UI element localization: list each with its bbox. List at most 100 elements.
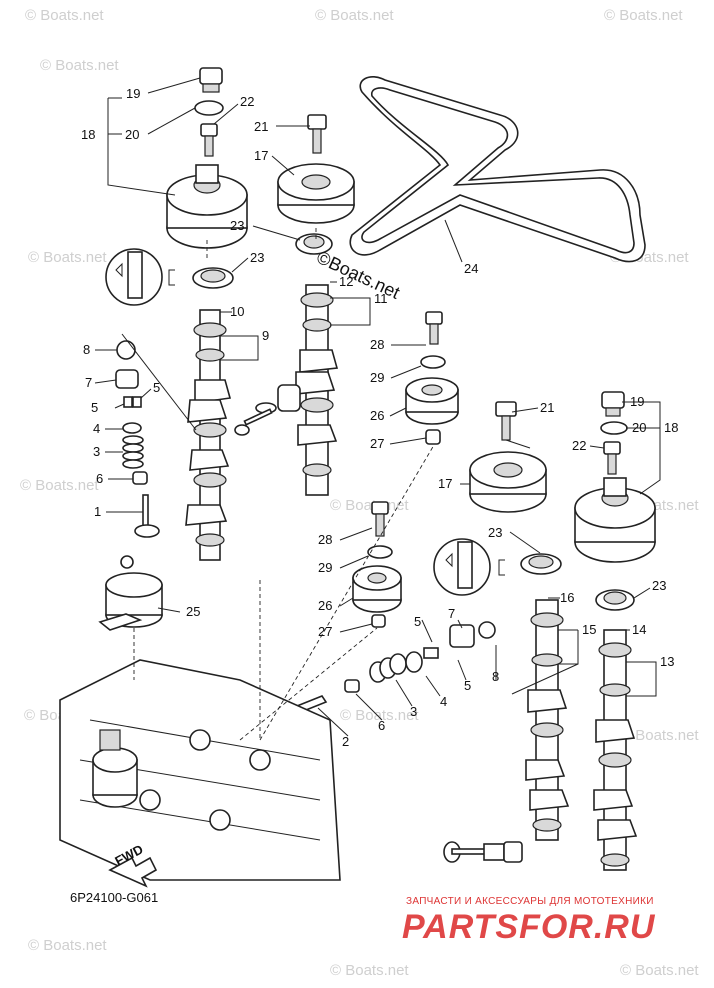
- callout-11: 11: [374, 291, 388, 306]
- sprocket-18-left: [166, 164, 248, 249]
- reference-lines: [133, 228, 435, 741]
- callout-28: 28: [318, 532, 332, 547]
- callout-27: 27: [370, 436, 384, 451]
- brand-logo[interactable]: PARTSFOR.RU: [402, 908, 656, 946]
- seal-install-detail: [105, 248, 175, 306]
- callout-23: 23: [652, 578, 666, 593]
- callout-5: 5: [153, 380, 160, 395]
- washer-20-right: [600, 421, 628, 435]
- sprocket-17-right: [469, 451, 547, 513]
- valve-1-left: [134, 494, 160, 538]
- callout-29: 29: [370, 370, 384, 385]
- camshaft-15: [525, 599, 570, 841]
- callout-25: 25: [186, 604, 200, 619]
- callout-6: 6: [96, 471, 103, 486]
- oil-seal-23-right-a: [520, 553, 562, 575]
- watermark: © Boats.net: [340, 707, 419, 724]
- idler-pulley-26-top: [405, 377, 459, 425]
- watermark: © Boats.net: [604, 7, 683, 24]
- keeper-5-left: [123, 396, 142, 408]
- spacer-27-mid: [371, 614, 386, 628]
- callout-2: 2: [342, 734, 349, 749]
- callout-26: 26: [318, 598, 332, 613]
- callout-20: 20: [125, 127, 139, 142]
- callout-16: 16: [560, 590, 574, 605]
- seal-install-detail-right: [433, 538, 505, 596]
- callout-19: 19: [630, 394, 644, 409]
- callout-14: 14: [632, 622, 646, 637]
- watermark: © Boats.net: [40, 57, 119, 74]
- washer-29-top: [420, 355, 446, 369]
- callout-23: 23: [488, 525, 502, 540]
- callout-28: 28: [370, 337, 384, 352]
- callout-18: 18: [664, 420, 678, 435]
- callout-26: 26: [370, 408, 384, 423]
- callout-5: 5: [91, 400, 98, 415]
- callout-20: 20: [632, 420, 646, 435]
- callout-22: 22: [572, 438, 586, 453]
- watermark: © Boats.net: [330, 962, 409, 979]
- oil-seal-23-center: [295, 233, 333, 255]
- callout-24: 24: [464, 261, 478, 276]
- valve-assembly-center: [234, 384, 301, 436]
- callout-23: 23: [250, 250, 264, 265]
- sprocket-17-top: [277, 163, 355, 224]
- valve-assembly-right: [443, 841, 523, 863]
- bolt-21-right: [495, 401, 517, 441]
- leader-lines: [94, 77, 661, 737]
- watermark: © Boats.net: [315, 7, 394, 24]
- tensioner-25: [98, 555, 163, 631]
- callout-4: 4: [93, 421, 100, 436]
- callout-21: 21: [540, 400, 554, 415]
- callout-22: 22: [240, 94, 254, 109]
- bolt-21-top: [307, 114, 327, 154]
- bolt-19-right: [601, 391, 625, 417]
- camshaft-13: [593, 629, 638, 871]
- callout-4: 4: [440, 694, 447, 709]
- callout-29: 29: [318, 560, 332, 575]
- callout-6: 6: [378, 718, 385, 733]
- retainer-4-left: [122, 422, 142, 434]
- washer-20-left: [194, 100, 224, 116]
- oil-seal-23-left: [192, 267, 234, 289]
- idler-pulley-26-mid: [352, 565, 402, 613]
- callout-13: 13: [660, 654, 674, 669]
- callout-9: 9: [262, 328, 269, 343]
- bolt-19-left: [199, 67, 223, 93]
- watermark: © Boats.net: [25, 7, 104, 24]
- camshaft-11: [295, 284, 339, 496]
- oil-seal-23-right-b: [595, 589, 635, 611]
- watermark: © Boats.net: [28, 937, 107, 954]
- callout-5: 5: [464, 678, 471, 693]
- watermark: © Boats.net: [28, 249, 107, 266]
- callout-1: 1: [94, 504, 101, 519]
- callout-8: 8: [83, 342, 90, 357]
- sprocket-18-right: [574, 477, 656, 563]
- spring-3-left: [122, 435, 144, 469]
- diagram-code: 6P24100-G061: [70, 890, 159, 905]
- spacer-27-top: [425, 429, 441, 445]
- watermark: © Boats.net: [330, 497, 409, 514]
- callout-8: 8: [492, 669, 499, 684]
- callout-5: 5: [414, 614, 421, 629]
- callout-15: 15: [582, 622, 596, 637]
- bolt-28-top: [425, 311, 443, 345]
- washer-29-mid: [367, 545, 393, 559]
- callout-10: 10: [230, 304, 244, 319]
- callout-17: 17: [438, 476, 452, 491]
- callout-3: 3: [410, 704, 417, 719]
- bolt-28-mid: [371, 501, 389, 537]
- camshaft-9: [185, 309, 232, 561]
- callout-27: 27: [318, 624, 332, 639]
- brand-tagline: ЗАПЧАСТИ И АКСЕССУАРЫ ДЛЯ МОТОТЕХНИКИ: [406, 896, 654, 907]
- callout-3: 3: [93, 444, 100, 459]
- shim-8-left: [116, 340, 136, 360]
- callout-7: 7: [448, 606, 455, 621]
- callout-23: 23: [230, 218, 244, 233]
- bolt-22-left: [200, 123, 218, 157]
- timing-belt: [349, 76, 646, 263]
- lifter-7-left: [115, 369, 139, 389]
- callout-17: 17: [254, 148, 268, 163]
- callout-7: 7: [85, 375, 92, 390]
